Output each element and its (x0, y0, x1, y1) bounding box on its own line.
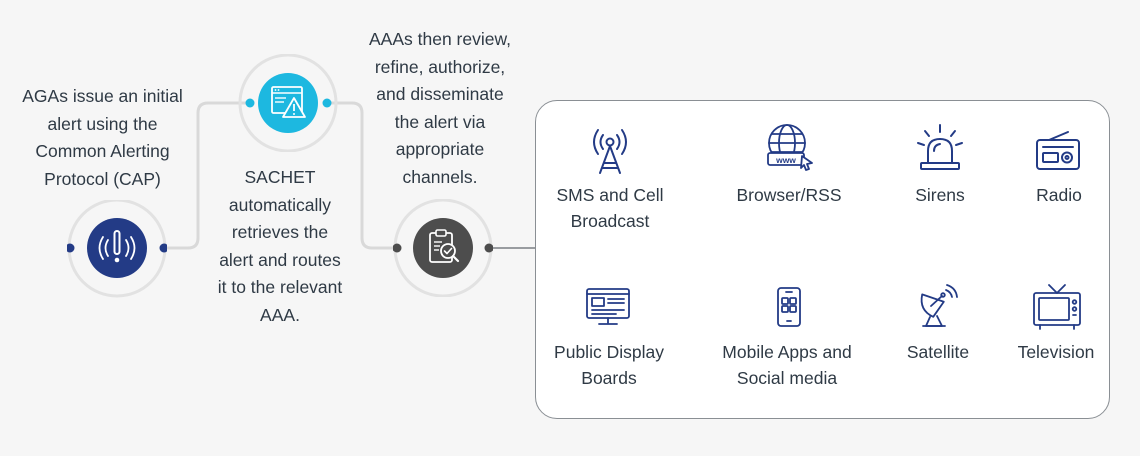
channel-browser-rss: Browser/RSS (736, 185, 842, 205)
siren-icon (917, 124, 963, 170)
step3-text: AAAs then review, refine, authorize, and… (368, 29, 512, 187)
channel-sirens: Sirens (915, 185, 965, 205)
mobile-apps-icon (777, 287, 801, 327)
satellite-dish-icon (920, 284, 958, 327)
channels-panel (535, 100, 1110, 419)
step2-node (238, 53, 338, 157)
clipboard-review-icon (392, 198, 494, 298)
channel-public-display-boards: Public Display Boards (554, 342, 664, 388)
step3-node (392, 198, 494, 302)
globe-www-icon: www (767, 124, 813, 171)
browser-warning-icon (238, 53, 338, 153)
television-icon (1033, 284, 1081, 330)
step1-text: AGAs issue an initial alert using the Co… (22, 86, 183, 189)
radio-icon (1036, 131, 1080, 170)
channel-satellite: Satellite (906, 342, 970, 362)
step2-text: SACHET automatically retrieves the alert… (217, 167, 343, 325)
channel-sms-cell-broadcast: SMS and Cell Broadcast (556, 185, 664, 231)
svg-text:www: www (775, 155, 796, 165)
display-board-icon (586, 288, 630, 325)
alert-broadcast-icon (65, 198, 169, 298)
channel-television: Television (1017, 342, 1095, 362)
cell-tower-icon (593, 129, 627, 174)
step1-node (65, 198, 169, 303)
channel-mobile-apps-social: Mobile Apps and Social media (722, 342, 852, 388)
channel-radio: Radio (1036, 185, 1082, 205)
connector-step1-step2 (164, 101, 249, 250)
connector-step2-step3 (327, 101, 397, 250)
